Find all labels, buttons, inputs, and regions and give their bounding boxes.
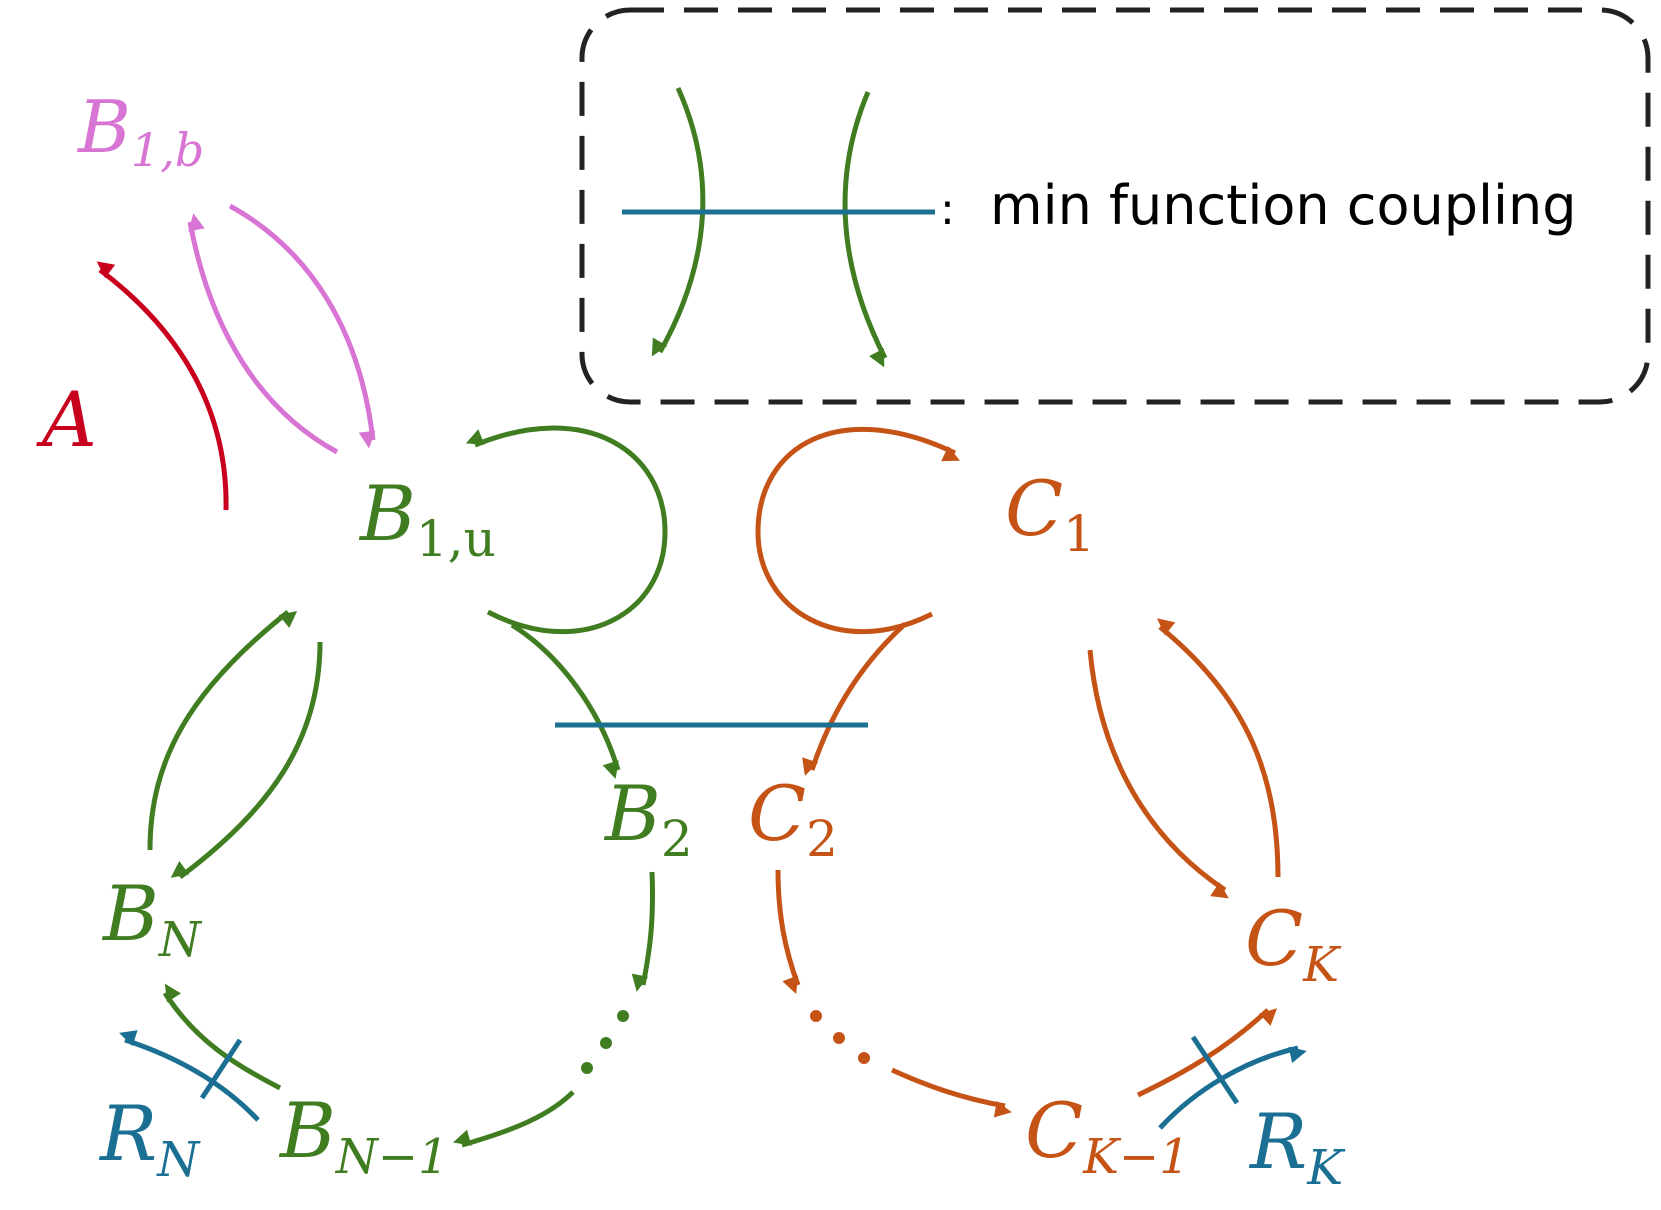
legend-box: : min function coupling: [579, 7, 1651, 405]
edge-to-rn: [119, 1030, 260, 1122]
edge-c1-self-loop: [755, 426, 960, 634]
node-c1: C1: [1005, 464, 1095, 563]
block-mark-rn: [199, 1038, 243, 1100]
node-bn: BN: [101, 869, 203, 968]
edge-dots-to-bn1: [453, 1090, 575, 1148]
edge-b1b-to-b1u: [228, 203, 376, 449]
orange-dot-2: [833, 1032, 845, 1044]
edge-b1u-to-bn: [170, 641, 323, 880]
orange-dot-1: [810, 1010, 822, 1022]
legend-text: min function coupling: [990, 174, 1577, 237]
edge-dots-to-ck1: [890, 1067, 1012, 1118]
node-rk: RK: [1248, 1097, 1346, 1196]
node-b1u: B1,u: [358, 469, 496, 568]
node-b1b: B1,b: [76, 85, 204, 177]
legend-arrow-right: [842, 91, 888, 368]
edge-ck1-to-ck: [1136, 1008, 1278, 1098]
green-dot-1: [617, 1010, 629, 1022]
green-dot-2: [600, 1037, 612, 1049]
edge-c1-to-ck: [1087, 649, 1229, 899]
orange-dot-3: [858, 1052, 870, 1064]
edge-c1-to-c2: [802, 622, 907, 776]
node-a: A: [36, 375, 97, 464]
edge-b1u-to-b1b: [187, 213, 339, 455]
green-dot-3: [581, 1062, 593, 1074]
edge-c2-to-dots: [775, 869, 801, 995]
edge-b1u-to-a: [96, 261, 229, 511]
legend-border: [579, 7, 1651, 405]
node-ck1: CK−1: [1025, 1086, 1190, 1185]
block-mark-rk: [1190, 1035, 1240, 1105]
legend-colon: :: [940, 184, 955, 235]
node-b2: B2: [603, 769, 693, 868]
node-bn1: BN−1: [278, 1086, 449, 1185]
legend-arrow-left: [651, 86, 706, 357]
node-rn: RN: [98, 1089, 201, 1188]
edge-ck-to-c1: [1157, 618, 1281, 878]
edge-b1u-self-loop: [465, 425, 668, 635]
node-c2: C2: [748, 769, 838, 868]
node-ck: CK: [1245, 894, 1342, 993]
edge-bn1-to-bn: [162, 983, 282, 1091]
edge-b1u-to-b2: [510, 622, 621, 779]
edge-b2-to-dots: [631, 871, 656, 992]
edge-bn-to-b1u: [147, 610, 298, 851]
